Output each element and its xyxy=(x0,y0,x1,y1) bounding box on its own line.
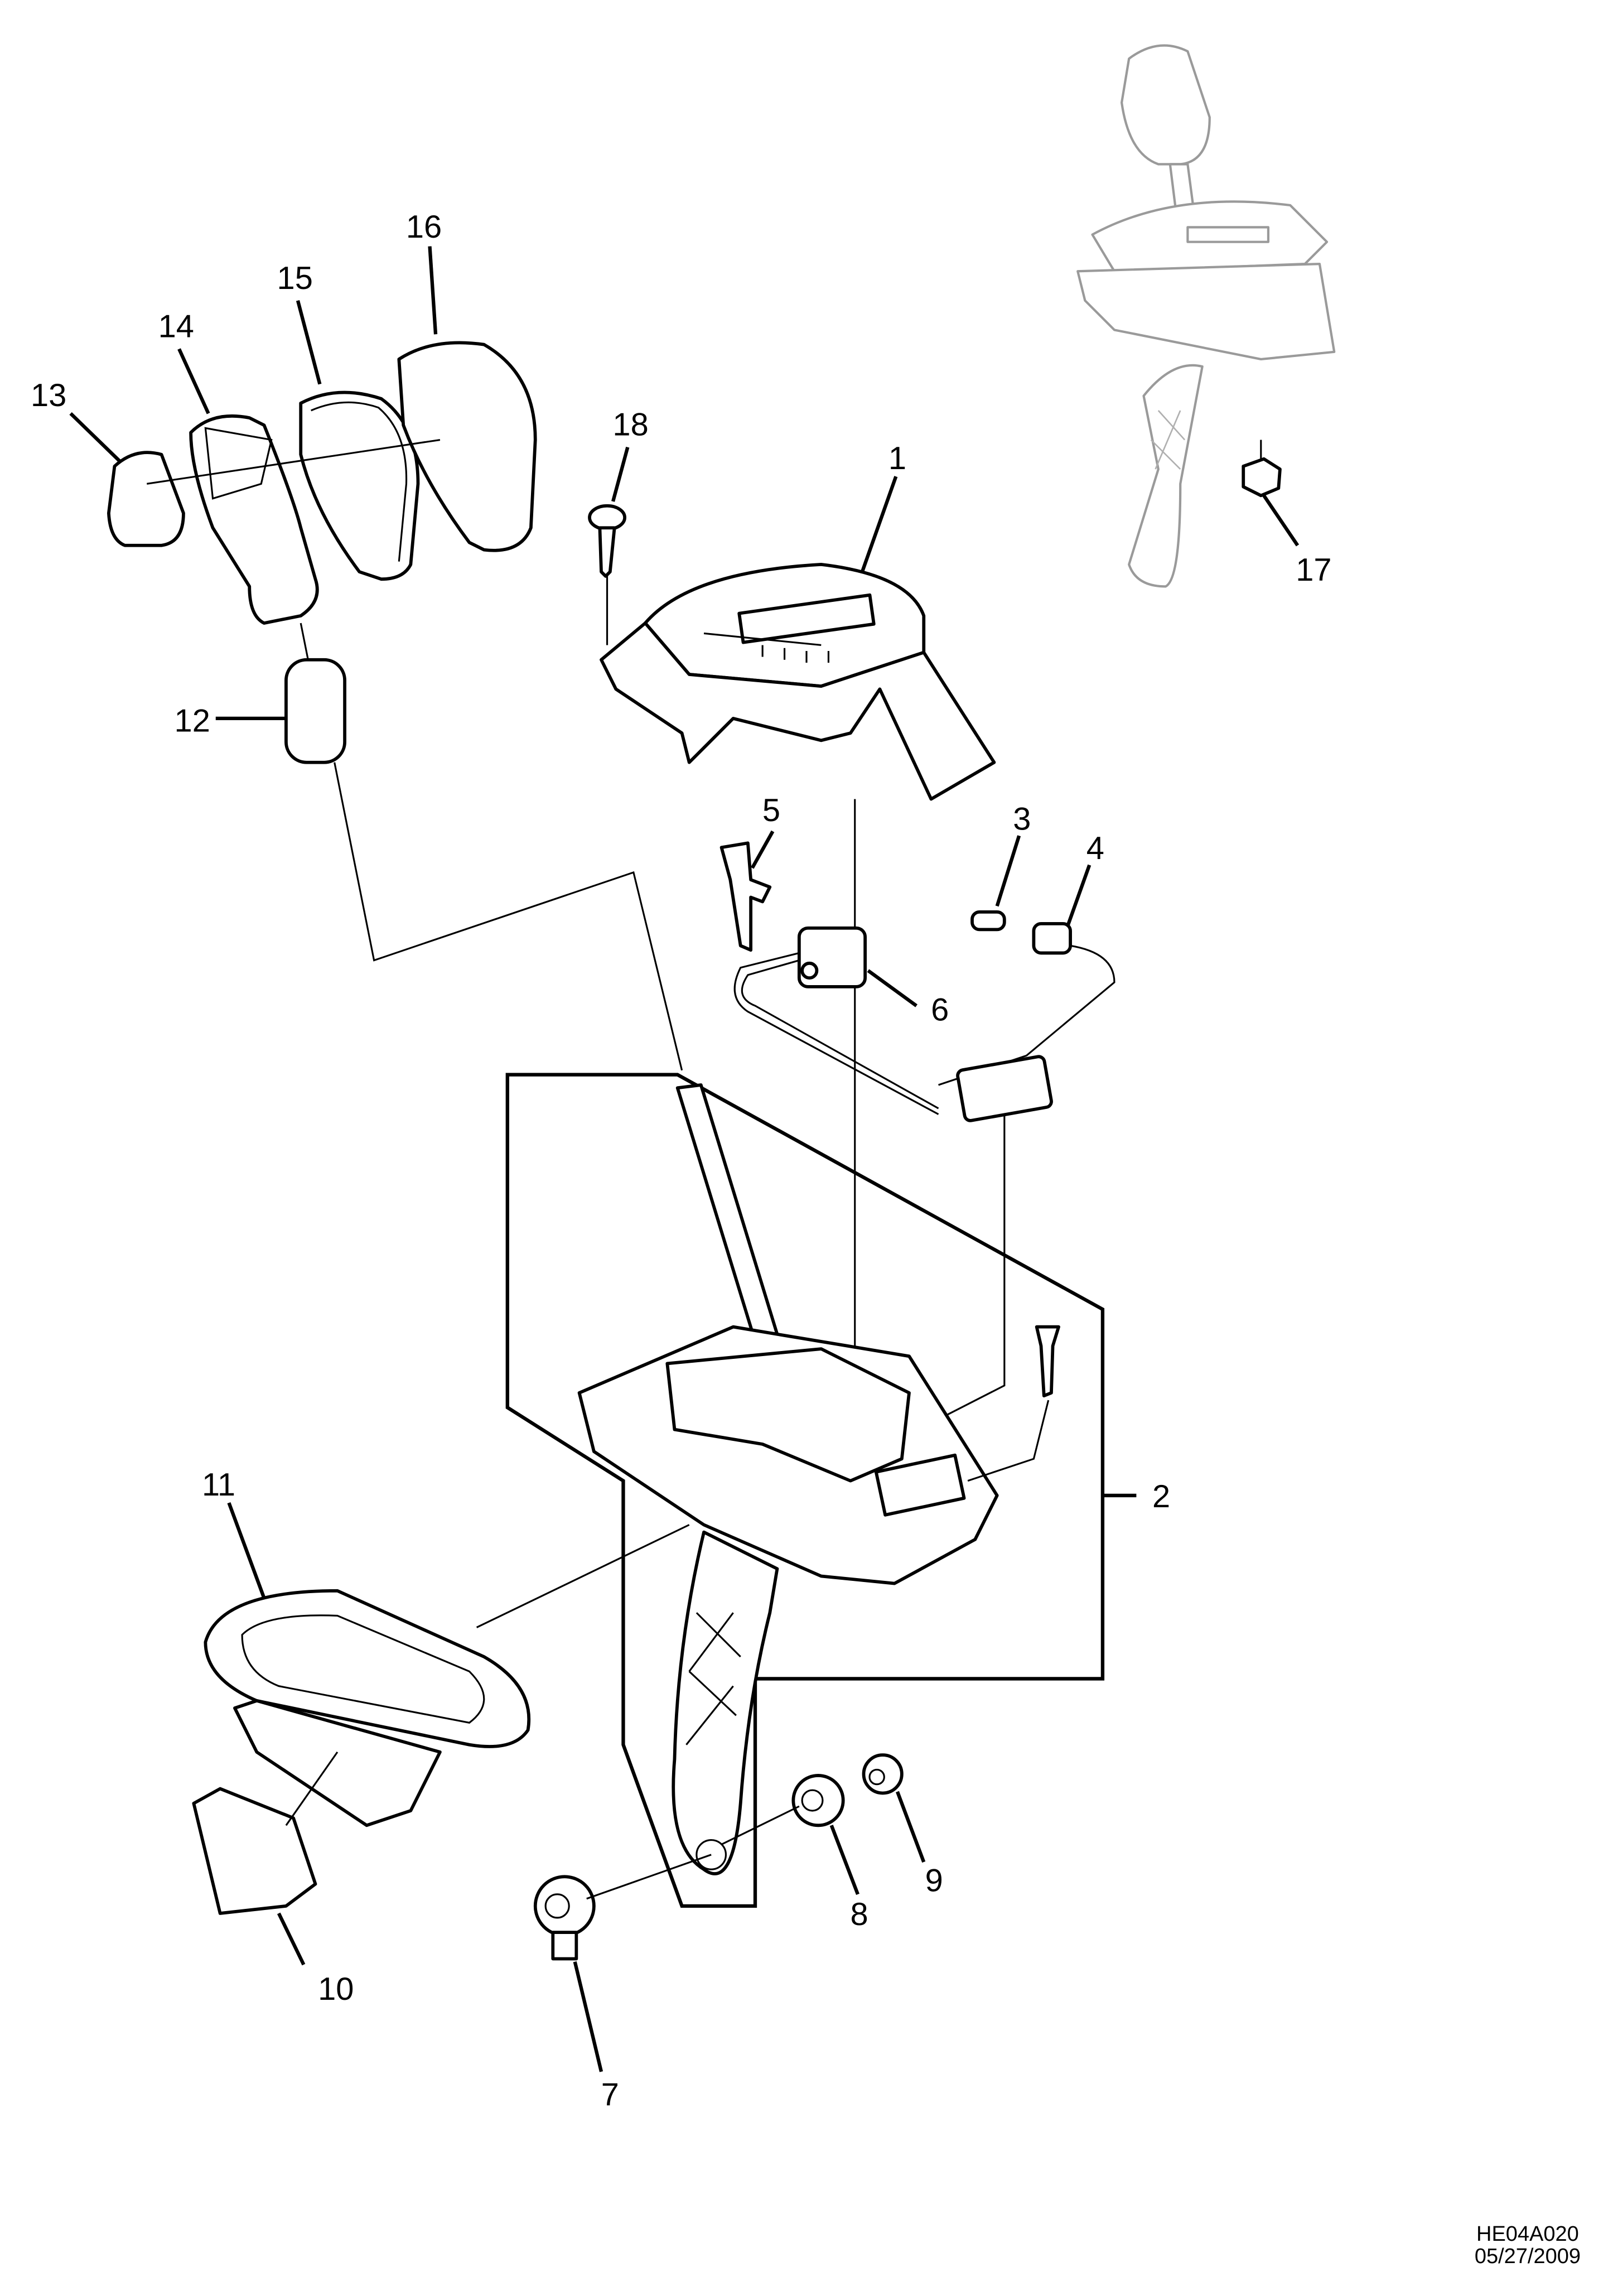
part-18-screw xyxy=(588,504,626,645)
part-15-trim xyxy=(299,390,420,581)
callout-11: 11 xyxy=(202,1467,235,1503)
diagram-date: 05/27/2009 xyxy=(1474,2245,1581,2268)
callout-15: 15 xyxy=(277,261,313,296)
part-10-bracket xyxy=(192,1787,317,1915)
wiring-harness xyxy=(733,944,1115,1420)
callout-18: 18 xyxy=(612,407,648,443)
part-9-bushing xyxy=(862,1753,904,1795)
part-5-clip xyxy=(719,841,772,952)
part-8-grommet xyxy=(721,1774,845,1845)
diagram-reference: HE04A020 05/27/2009 xyxy=(1475,2223,1581,2268)
part-2-assembly-outline xyxy=(505,1073,1105,1908)
callout-14: 14 xyxy=(158,309,194,345)
part-1-indicator-housing xyxy=(600,563,996,1444)
callout-7: 7 xyxy=(601,2077,619,2112)
callout-10: 10 xyxy=(318,1971,354,2007)
leader-lines xyxy=(69,246,1300,2072)
part-11-boot xyxy=(204,1524,690,1827)
callout-13: 13 xyxy=(31,378,66,413)
part-6-switch xyxy=(797,926,867,988)
part-7-bushing xyxy=(533,1854,712,1961)
callout-9: 9 xyxy=(925,1863,943,1899)
callout-1: 1 xyxy=(888,441,906,476)
part-14-knob-body xyxy=(189,414,319,625)
callout-12: 12 xyxy=(175,703,210,739)
part-17-nut xyxy=(1242,457,1282,498)
callout-17: 17 xyxy=(1296,552,1331,588)
part-16-cover xyxy=(397,341,537,552)
callout-2: 2 xyxy=(1152,1479,1170,1514)
callout-8: 8 xyxy=(851,1897,868,1932)
part-13-cap xyxy=(107,451,185,547)
part-12-sleeve xyxy=(284,658,346,764)
callout-3: 3 xyxy=(1013,802,1031,837)
assembled-shifter-inset xyxy=(1076,44,1336,588)
part-3-bulb xyxy=(970,910,1006,932)
callout-5: 5 xyxy=(762,793,780,828)
callout-6: 6 xyxy=(931,992,949,1028)
callout-16: 16 xyxy=(406,209,442,245)
part-4-socket xyxy=(1032,922,1072,955)
diagram-code: HE04A020 xyxy=(1476,2222,1579,2246)
callout-4: 4 xyxy=(1086,831,1104,866)
part-2-base-assembly xyxy=(577,1083,1060,1875)
